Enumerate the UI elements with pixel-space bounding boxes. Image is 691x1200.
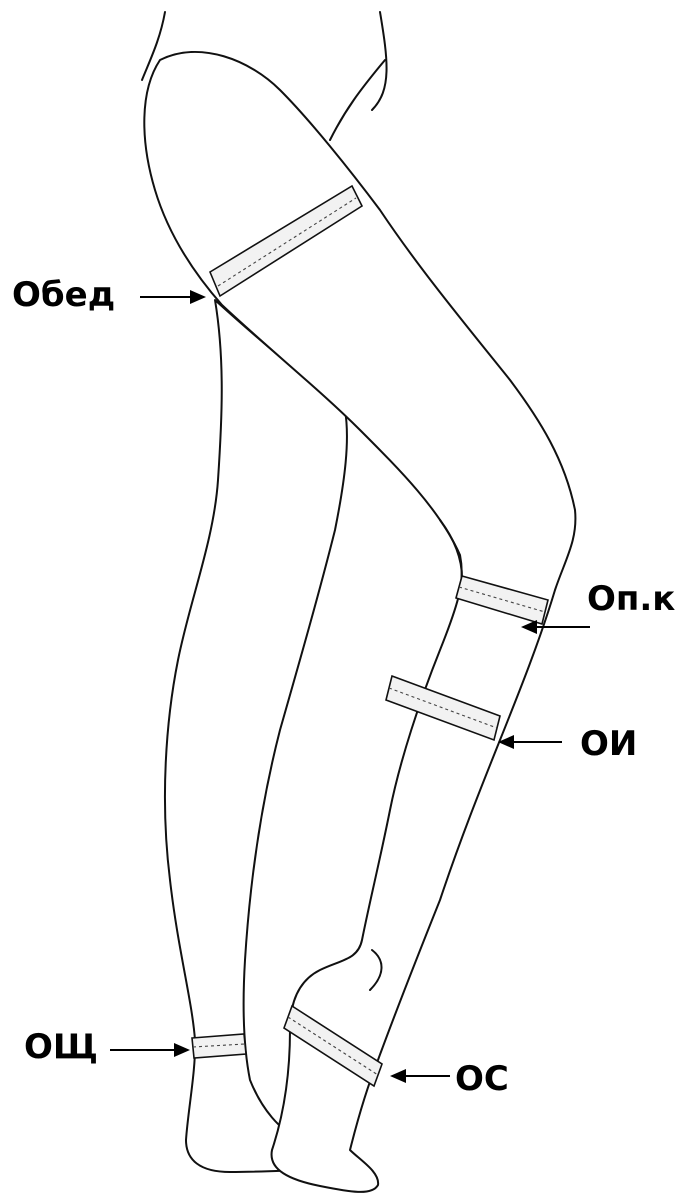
thigh-arrow: [140, 290, 206, 304]
calf-arrow: [498, 735, 562, 749]
label-ankle-circumference: ОЩ: [24, 1030, 98, 1064]
ankle-arrow: [110, 1043, 190, 1057]
instep-arrow: [390, 1069, 450, 1083]
label-calf-circumference: ОИ: [580, 727, 637, 761]
label-thigh-circumference: Обед: [12, 278, 115, 312]
label-knee-circumference: Оп.к: [587, 582, 675, 616]
groin-line: [330, 60, 385, 140]
label-instep-circumference: ОС: [455, 1062, 509, 1096]
ankle-tape: [192, 1034, 246, 1058]
